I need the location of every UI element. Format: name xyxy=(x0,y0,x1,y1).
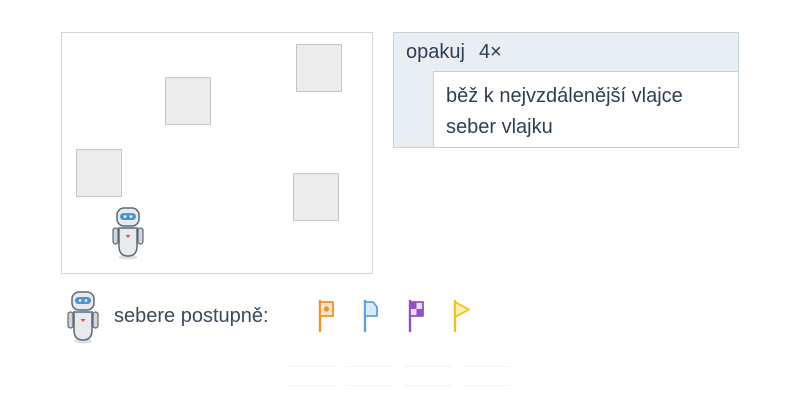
faint-placeholder-row xyxy=(288,366,510,386)
repeat-label: opakuj xyxy=(406,41,465,63)
placeholder-cell xyxy=(462,366,510,386)
collection-order-legend: sebere postupně: xyxy=(66,290,486,344)
command-pick-up-flag[interactable]: seber vlajku xyxy=(446,116,553,138)
board-tile[interactable] xyxy=(76,149,122,197)
legend-label: sebere postupně: xyxy=(114,305,269,327)
blue-flag-icon xyxy=(363,299,378,333)
purple-checkered-flag-icon xyxy=(408,299,424,333)
repeat-count: 4× xyxy=(478,41,502,63)
repeat-body: běž k nejvzdálenější vlajce seber vlajku xyxy=(433,71,738,147)
game-board xyxy=(61,32,373,274)
robot-icon xyxy=(67,291,99,344)
yellow-flag-icon xyxy=(453,299,470,333)
orange-flag-icon xyxy=(318,299,334,333)
robot-icon xyxy=(112,207,144,260)
board-tile[interactable] xyxy=(293,173,339,221)
repeat-block-header[interactable]: opakuj 4× xyxy=(406,39,502,65)
command-go-to-farthest-flag[interactable]: běž k nejvzdálenější vlajce xyxy=(446,85,683,107)
program-block[interactable]: opakuj 4× běž k nejvzdálenější vlajce seb… xyxy=(393,32,739,148)
placeholder-cell xyxy=(288,366,336,386)
placeholder-cell xyxy=(404,366,452,386)
board-tile[interactable] xyxy=(165,77,211,125)
placeholder-cell xyxy=(346,366,394,386)
board-tile[interactable] xyxy=(296,44,342,92)
